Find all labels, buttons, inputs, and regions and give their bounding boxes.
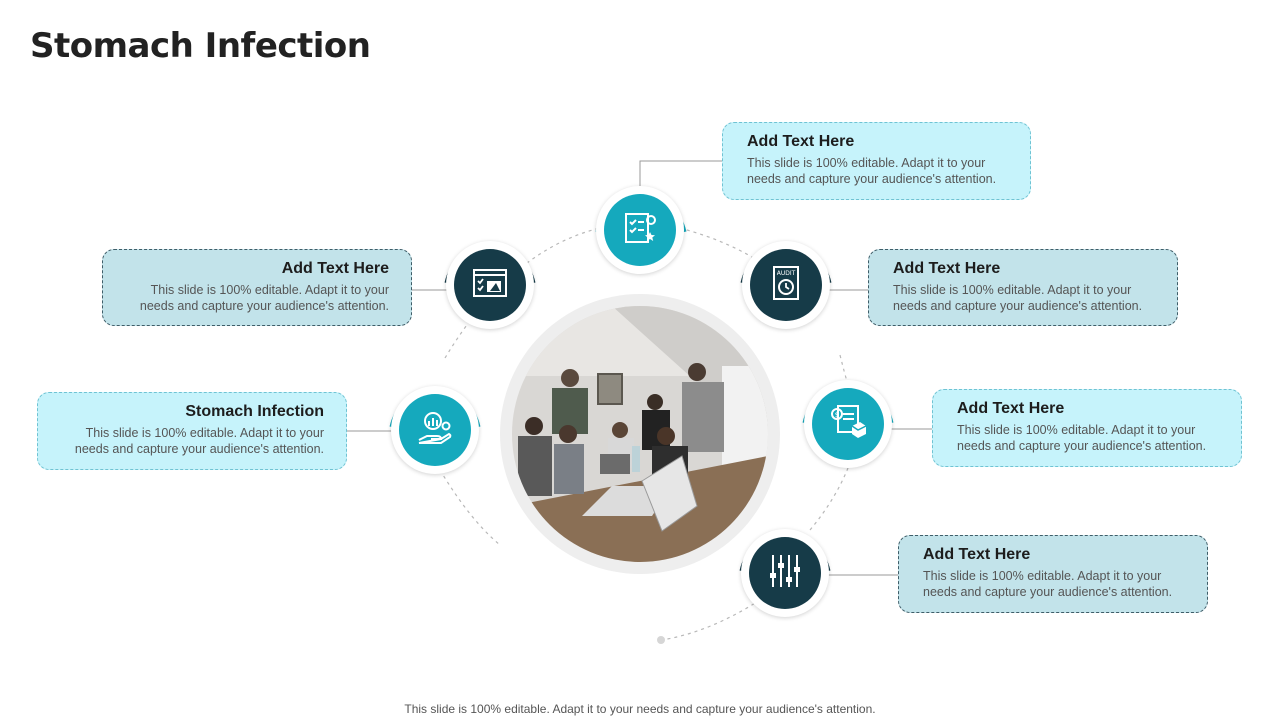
equalizer-sliders-icon (765, 551, 805, 596)
checklist-stars-gear-icon (620, 208, 660, 253)
text-box-heading: Add Text Here (957, 400, 1065, 417)
text-box-body: This slide is 100% editable. Adapt it to… (893, 283, 1143, 313)
text-box-top: Add Text Here This slide is 100% editabl… (722, 122, 1031, 200)
icon-node-left (391, 386, 479, 474)
finance-report-cube-icon: $ (828, 402, 868, 447)
text-box-body: This slide is 100% editable. Adapt it to… (923, 569, 1173, 599)
text-box-body: This slide is 100% editable. Adapt it to… (747, 156, 997, 186)
text-box-heading: Add Text Here (893, 260, 1001, 277)
svg-text:AUDIT: AUDIT (777, 270, 796, 277)
text-box-bottom: Add Text Here This slide is 100% editabl… (898, 535, 1208, 613)
text-box-body: This slide is 100% editable. Adapt it to… (957, 423, 1207, 453)
slide-title: Stomach Infection (30, 26, 371, 66)
icon-node-upper-left (446, 241, 534, 329)
team-meeting-photo (512, 306, 768, 562)
svg-text:$: $ (835, 411, 839, 419)
text-box-body: This slide is 100% editable. Adapt it to… (74, 426, 324, 456)
browser-checklist-icon (470, 263, 510, 308)
text-box-heading: Add Text Here (281, 260, 389, 277)
text-box-left: Stomach Infection This slide is 100% edi… (37, 392, 347, 470)
center-photo-frame (500, 294, 780, 574)
text-box-heading: Stomach Infection (185, 403, 324, 420)
text-box-upper-right: Add Text Here This slide is 100% editabl… (868, 249, 1178, 326)
text-box-upper-left: Add Text Here This slide is 100% editabl… (102, 249, 412, 326)
audit-clock-icon: AUDIT (766, 263, 806, 308)
text-box-heading: Add Text Here (923, 546, 1031, 563)
hand-chart-gear-icon (415, 408, 455, 453)
icon-node-upper-right: AUDIT (742, 241, 830, 329)
footer-note: This slide is 100% editable. Adapt it to… (404, 702, 876, 716)
text-box-right: Add Text Here This slide is 100% editabl… (932, 389, 1242, 467)
icon-node-right: $ (804, 380, 892, 468)
text-box-body: This slide is 100% editable. Adapt it to… (139, 283, 389, 313)
text-box-heading: Add Text Here (747, 133, 855, 150)
icon-node-top (596, 186, 684, 274)
icon-node-bottom (741, 529, 829, 617)
